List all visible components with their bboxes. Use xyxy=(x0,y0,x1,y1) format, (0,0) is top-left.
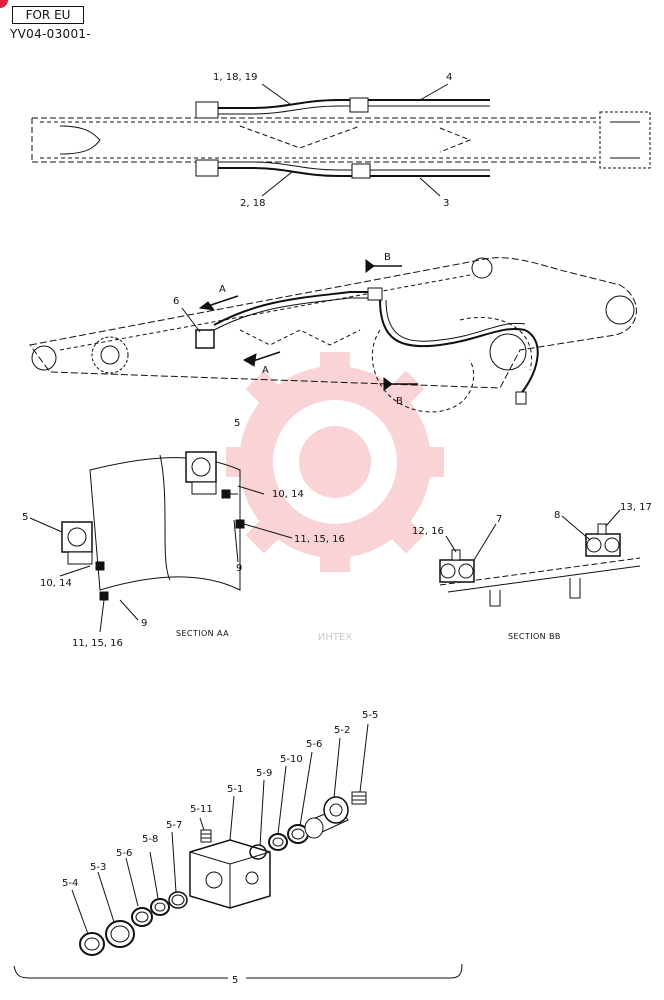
callout-5-5: 5-5 xyxy=(362,710,378,721)
callout-5-2: 5-2 xyxy=(334,725,350,736)
callout-5-assembly: 5 xyxy=(232,975,238,986)
callout-12-16: 12, 16 xyxy=(412,526,444,537)
section-marker-a-upper: A xyxy=(219,284,226,295)
region-tag: FOR EU xyxy=(12,6,84,24)
boom-side-view xyxy=(29,257,637,413)
corner-marker xyxy=(0,0,8,8)
callout-3: 3 xyxy=(443,198,449,209)
callout-5-10: 5-10 xyxy=(280,754,303,765)
watermark: ИНТЕХ xyxy=(226,352,444,643)
callout-11-15-16-lower: 11, 15, 16 xyxy=(72,638,123,649)
section-marker-b-lower: B xyxy=(396,396,403,407)
callout-5-lower: 5 xyxy=(22,512,28,523)
callout-13-17: 13, 17 xyxy=(620,502,652,513)
callout-5-4: 5-4 xyxy=(62,878,78,889)
callout-6: 6 xyxy=(173,296,179,307)
callout-9-lower: 9 xyxy=(141,618,147,629)
exploded-view xyxy=(13,723,463,979)
callout-10-14-upper: 10, 14 xyxy=(272,489,304,500)
section-marker-a-lower: A xyxy=(262,365,269,376)
callout-10-14-lower: 10, 14 xyxy=(40,578,72,589)
boom-top-view xyxy=(31,83,651,197)
callout-5-11: 5-11 xyxy=(190,804,213,815)
document-number: YV04-03001- xyxy=(10,27,91,41)
section-bb-view xyxy=(439,509,641,607)
callout-2-18: 2, 18 xyxy=(240,198,265,209)
callout-1-18-19: 1, 18, 19 xyxy=(213,72,258,83)
callout-8: 8 xyxy=(554,510,560,521)
callout-5-1: 5-1 xyxy=(227,784,243,795)
callout-7: 7 xyxy=(496,514,502,525)
section-aa-view xyxy=(29,451,293,633)
section-aa-title: SECTION AA xyxy=(176,629,229,638)
callout-5-8: 5-8 xyxy=(142,834,158,845)
callout-9-upper: 9 xyxy=(236,563,242,574)
callout-5-upper: 5 xyxy=(234,418,240,429)
callout-5-7: 5-7 xyxy=(166,820,182,831)
watermark-text: ИНТЕХ xyxy=(318,632,352,643)
section-marker-b-upper: B xyxy=(384,252,391,263)
watermark-gear xyxy=(239,366,431,558)
callout-5-6-lower: 5-6 xyxy=(116,848,132,859)
section-bb-title: SECTION BB xyxy=(508,632,561,641)
callout-11-15-16-upper: 11, 15, 16 xyxy=(294,534,345,545)
callout-5-6-upper: 5-6 xyxy=(306,739,322,750)
callout-4: 4 xyxy=(446,72,452,83)
callout-5-3: 5-3 xyxy=(90,862,106,873)
callout-5-9: 5-9 xyxy=(256,768,272,779)
